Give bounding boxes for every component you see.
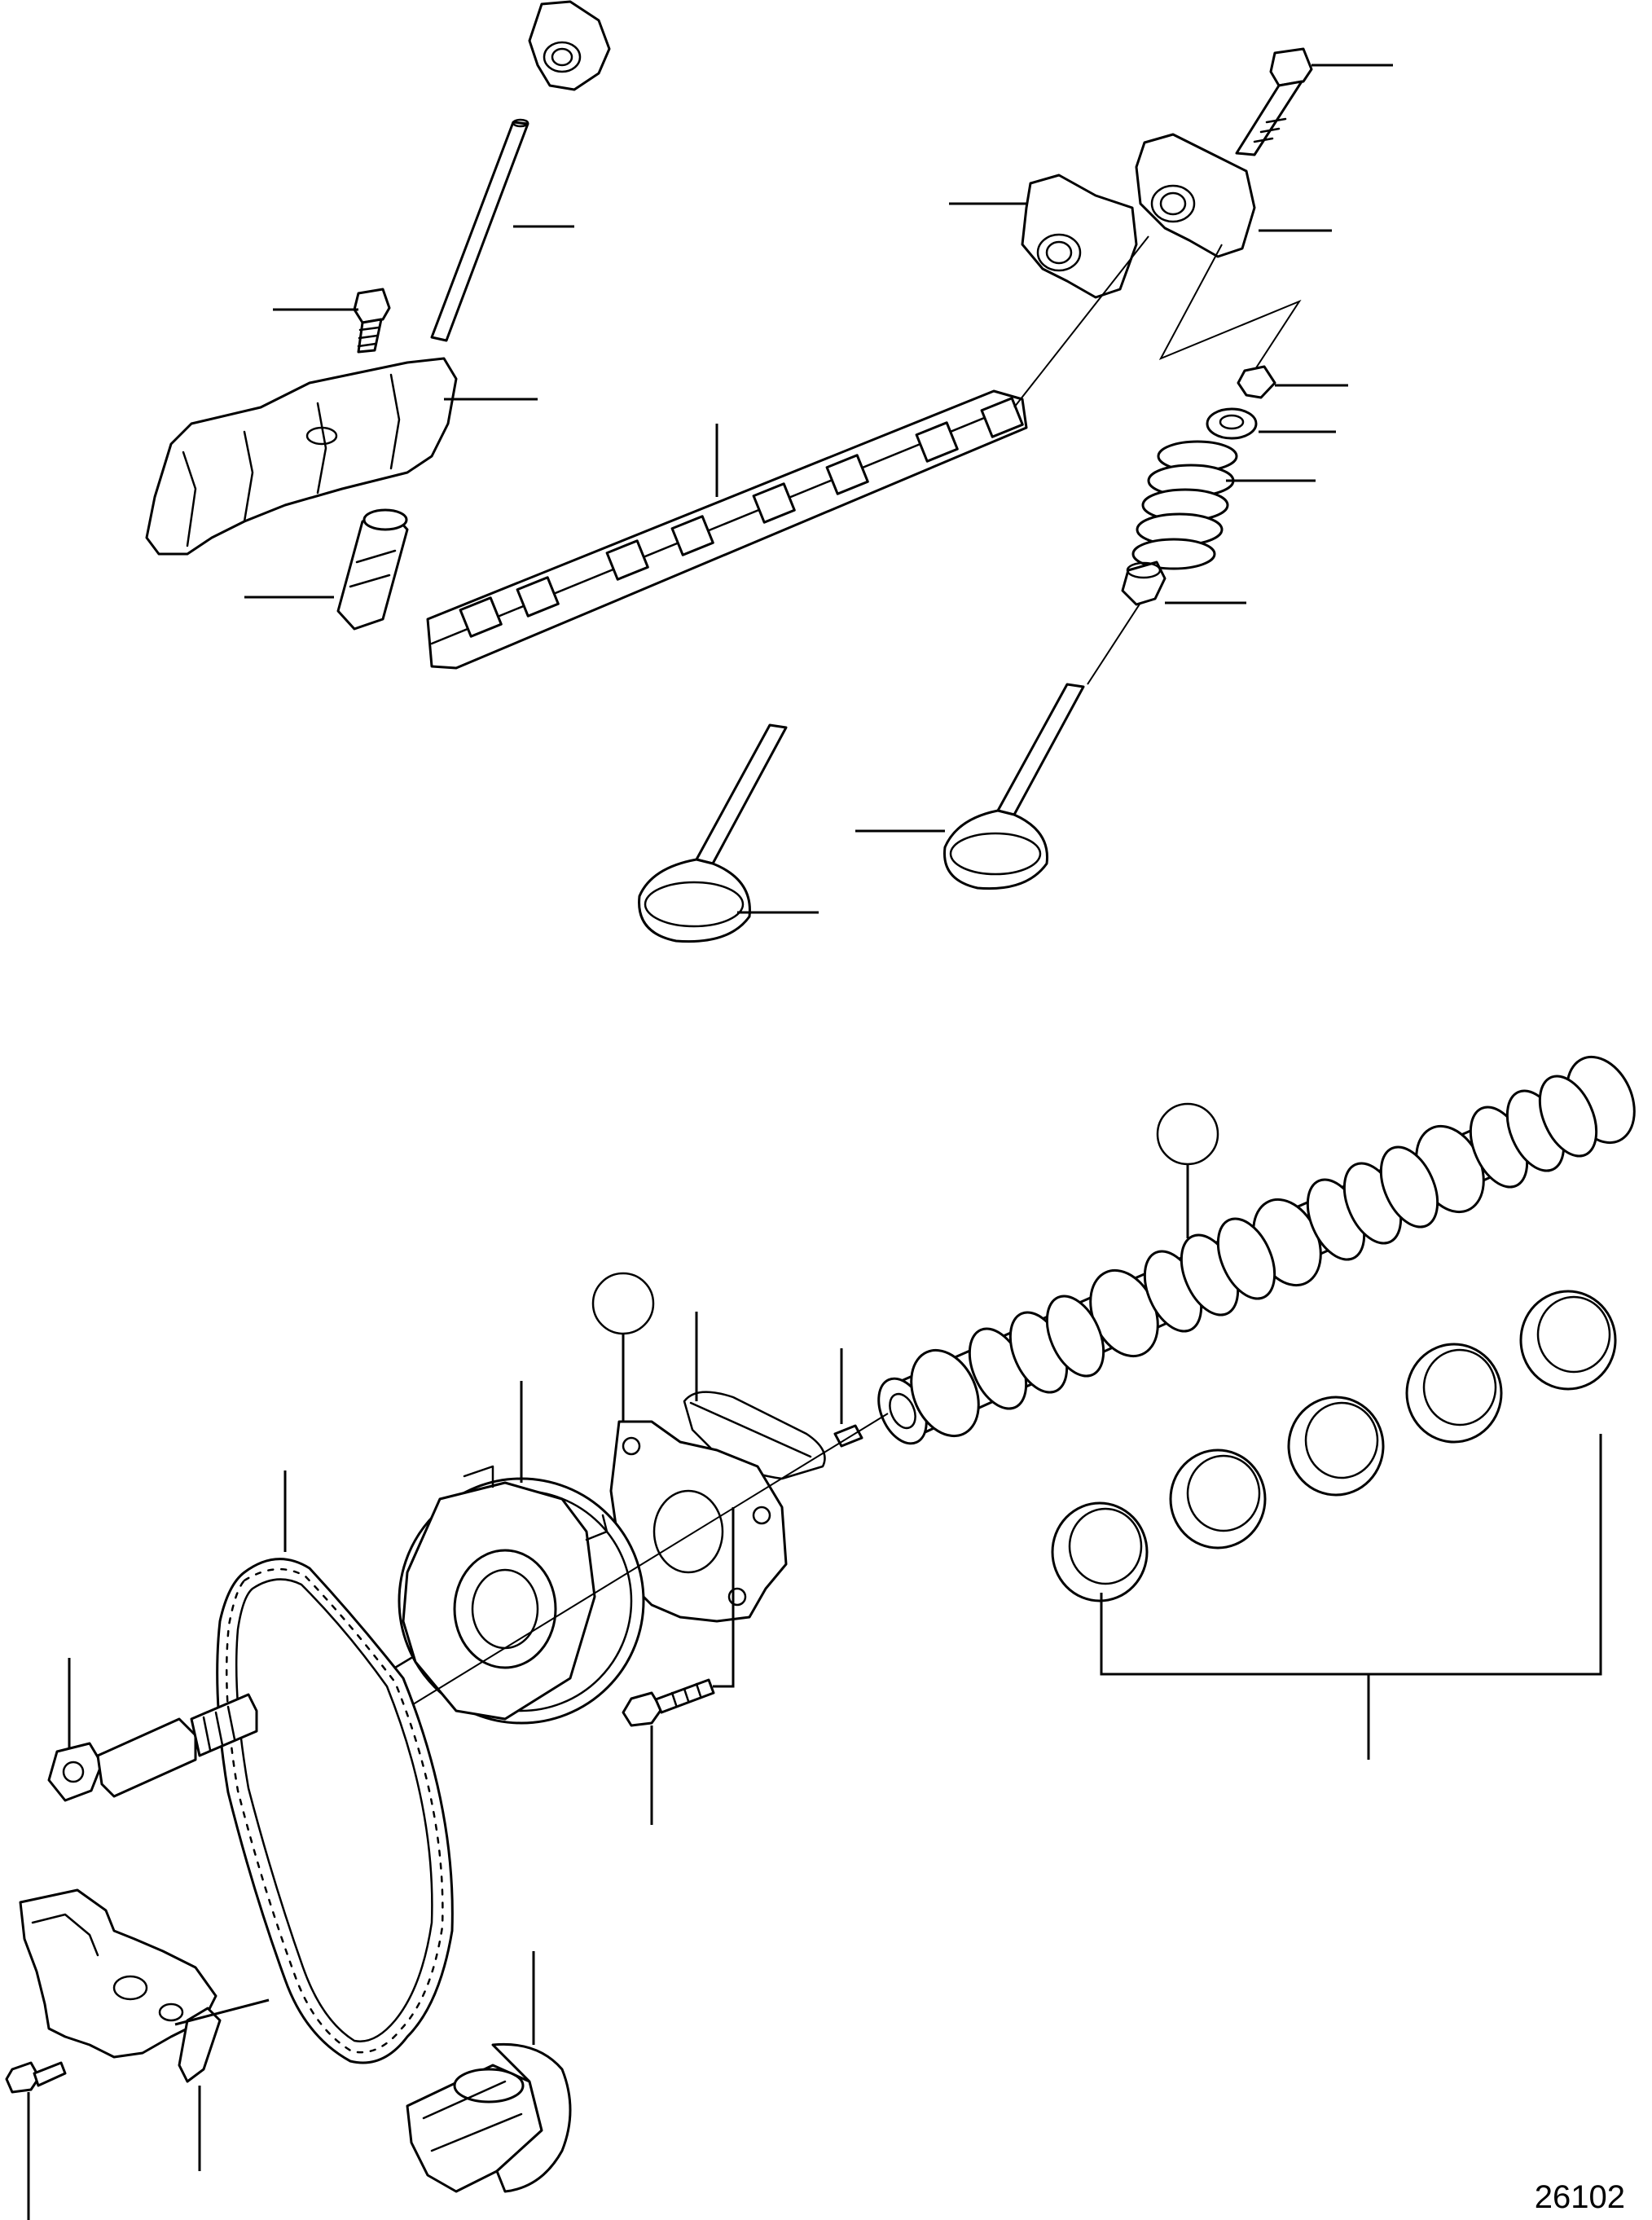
camshaft xyxy=(877,1055,1636,1445)
sprocket-bolt xyxy=(622,1678,715,1727)
rocker-bolt xyxy=(1235,47,1313,156)
lifter-guide xyxy=(145,357,458,556)
hydraulic-lifter xyxy=(336,508,409,631)
figure-number: 26102 xyxy=(1535,2179,1625,2215)
intake-valve xyxy=(638,723,788,943)
valve-keeper xyxy=(1237,365,1276,399)
leader-sprocket-bolt-alt xyxy=(713,1507,735,1688)
valve-axis-line xyxy=(1087,602,1141,685)
chain-tensioner xyxy=(19,1888,222,2083)
camshaft-bearing-4 xyxy=(1405,1343,1503,1444)
camshaft-bearing-2 xyxy=(1169,1448,1267,1550)
lifter-guide-bolt xyxy=(353,288,391,354)
upper-leader-lines xyxy=(244,64,1393,914)
camshaft-bearings xyxy=(1051,1290,1617,1602)
camshaft-bearing-3 xyxy=(1287,1396,1385,1497)
assembly-indicator-line xyxy=(1158,244,1302,384)
cam-sprocket xyxy=(389,1465,645,1725)
callout-circle-camshaft xyxy=(1156,1102,1219,1166)
exhaust-valve xyxy=(943,683,1085,890)
valve-spring xyxy=(1131,440,1238,570)
rocker-arm-left xyxy=(1021,174,1138,299)
assembly-axis-rail xyxy=(1013,235,1149,408)
tensioner-bolt xyxy=(5,2061,67,2094)
pushrod xyxy=(430,118,529,342)
crankshaft-sprocket xyxy=(406,2042,572,2193)
leader-chain-tensioner xyxy=(174,1998,270,2026)
oil-control-valve xyxy=(47,1693,258,1802)
camshaft-bearing-5 xyxy=(1519,1290,1617,1391)
callout-circle-thrust-plate xyxy=(591,1272,655,1335)
rocker-support-rail xyxy=(426,389,1028,670)
valve-stem-seal xyxy=(1121,560,1167,606)
leader-camshaft-bearings-bracket xyxy=(1100,1434,1602,1676)
rocker-arm-top xyxy=(528,0,611,91)
camshaft-bearing-1 xyxy=(1051,1501,1149,1602)
rocker-arm-right xyxy=(1135,133,1256,258)
valve-spring-retainer xyxy=(1206,407,1258,440)
